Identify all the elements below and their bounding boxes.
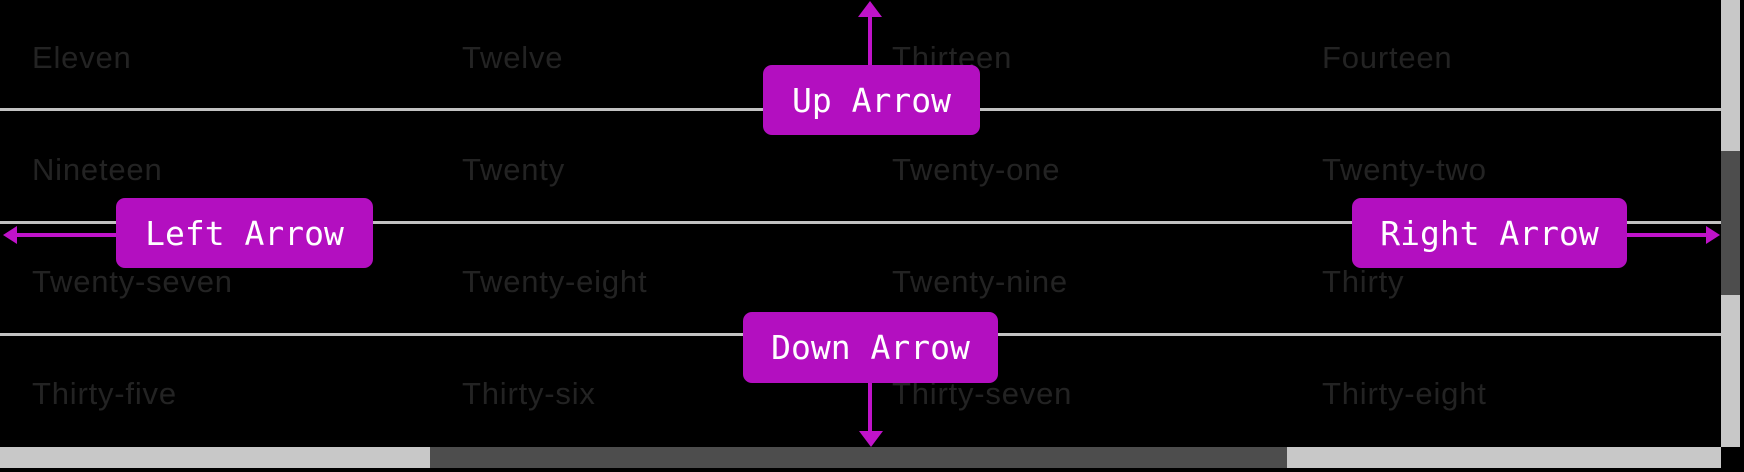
- up-arrowhead-icon: [858, 1, 882, 17]
- row-divider: [0, 221, 1721, 224]
- up-arrow-button[interactable]: Up Arrow: [763, 65, 980, 135]
- horizontal-scrollbar-thumb[interactable]: [430, 447, 1287, 468]
- table-cell[interactable]: Fourteen: [1322, 40, 1453, 75]
- left-arrow-button[interactable]: Left Arrow: [116, 198, 373, 268]
- left-arrow-line: [12, 233, 118, 237]
- table-cell[interactable]: Eleven: [32, 40, 132, 75]
- right-arrow-line: [1625, 233, 1710, 237]
- table-cell[interactable]: Nineteen: [32, 152, 163, 187]
- table-cell[interactable]: Twenty-two: [1322, 152, 1487, 187]
- vertical-scrollbar-thumb[interactable]: [1721, 151, 1740, 295]
- table-cell[interactable]: Twenty-eight: [462, 264, 648, 299]
- table-cell[interactable]: Thirty-six: [462, 376, 596, 411]
- table-cell[interactable]: Twenty-one: [892, 152, 1061, 187]
- down-arrowhead-icon: [859, 431, 883, 447]
- table-cell[interactable]: Twenty: [462, 152, 566, 187]
- left-arrowhead-icon: [3, 226, 17, 244]
- right-arrowhead-icon: [1706, 226, 1720, 244]
- horizontal-scrollbar-track[interactable]: [0, 447, 1721, 468]
- table-cell[interactable]: Twenty-nine: [892, 264, 1068, 299]
- up-arrow-line: [868, 15, 872, 67]
- right-arrow-button[interactable]: Right Arrow: [1352, 198, 1627, 268]
- table-cell[interactable]: Thirty: [1322, 264, 1405, 299]
- down-arrow-line: [868, 381, 872, 434]
- down-arrow-button[interactable]: Down Arrow: [743, 312, 998, 383]
- vertical-scrollbar-track[interactable]: [1721, 0, 1740, 447]
- table-cell[interactable]: Twelve: [462, 40, 564, 75]
- table-cell[interactable]: Twenty-seven: [32, 264, 233, 299]
- table-cell[interactable]: Thirty-eight: [1322, 376, 1487, 411]
- table-cell[interactable]: Thirty-five: [32, 376, 177, 411]
